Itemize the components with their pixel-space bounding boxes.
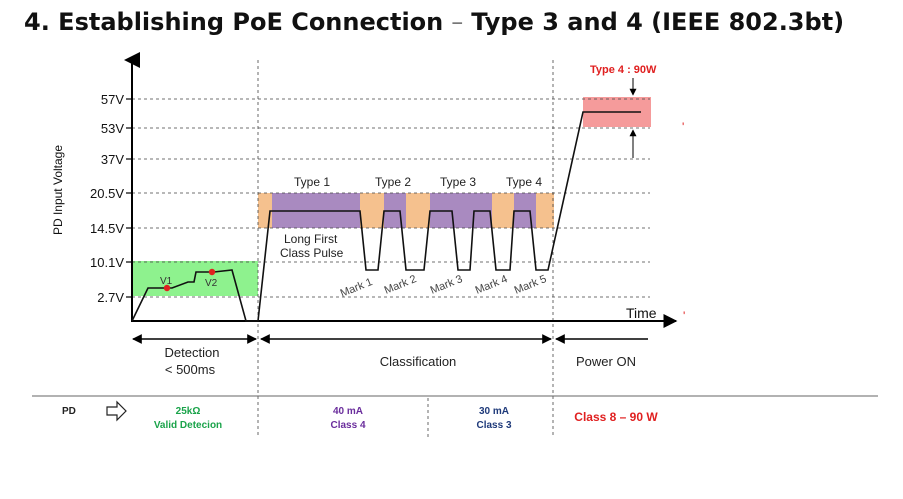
- type4-power-label: Type 4 : 90W: [590, 64, 657, 76]
- label-53v: 53V: [101, 121, 124, 136]
- page-title: 4. Establishing PoE Connection–Type 3 an…: [24, 8, 884, 36]
- mark2-label: Mark 2: [383, 273, 419, 297]
- y-axis-label: PD Input Voltage: [51, 145, 65, 235]
- pd-class4-current: 40 mA: [333, 406, 363, 417]
- title-main: 4. Establishing PoE Connection: [24, 8, 444, 36]
- pd-detection-value: 25kΩ: [176, 406, 201, 417]
- pd-label: PD: [62, 406, 76, 417]
- pd-class3-current: 30 mA: [479, 406, 509, 417]
- type2-label: Type 2: [375, 175, 411, 189]
- long-pulse-line2: Class Pulse: [280, 246, 344, 260]
- long-pulse-line1: Long First: [284, 232, 338, 246]
- v2-marker: [208, 268, 216, 276]
- voltage-waveform: [131, 111, 641, 322]
- pd-arrow-icon: [106, 400, 127, 422]
- class-band-o3: [492, 193, 514, 228]
- class-band-o4: [536, 193, 554, 228]
- x-axis-label: Time: [626, 305, 657, 321]
- class-band-o2: [406, 193, 430, 228]
- mark3-label: Mark 3: [429, 273, 465, 297]
- label-57v: 57V: [101, 92, 124, 107]
- pd-power-value: Class 8 – 90 W: [574, 410, 658, 424]
- y-ticks: [126, 98, 132, 298]
- voltage-gridlines: [132, 98, 650, 298]
- v1-marker: [163, 284, 171, 292]
- label-10v: 10.1V: [90, 255, 124, 270]
- title-subtitle: Type 3 and 4 (IEEE 802.3bt): [471, 8, 845, 36]
- tick-mark-red-1: ': [682, 120, 684, 134]
- type4-label: Type 4: [506, 175, 542, 189]
- detection-time: < 500ms: [165, 362, 216, 377]
- phase-dividers: [257, 60, 554, 438]
- v1-label: V1: [160, 276, 173, 287]
- label-2v: 2.7V: [97, 290, 124, 305]
- mark1-label: Mark 1: [339, 276, 375, 300]
- class-band-o1: [360, 193, 384, 228]
- power-on-label: Power ON: [576, 354, 636, 369]
- title-separator: –: [451, 8, 464, 36]
- pd-class3-label: Class 3: [476, 420, 511, 431]
- detection-label: Detection: [165, 345, 220, 360]
- classification-label: Classification: [380, 354, 457, 369]
- pd-detection-desc: Valid Detecion: [154, 420, 222, 431]
- tick-mark-red-2: ': [683, 309, 685, 323]
- label-14v: 14.5V: [90, 221, 124, 236]
- type3-label: Type 3: [440, 175, 476, 189]
- v2-label: V2: [205, 278, 218, 289]
- pd-class4-label: Class 4: [330, 420, 365, 431]
- label-20v: 20.5V: [90, 186, 124, 201]
- mark5-label: Mark 5: [513, 273, 549, 297]
- label-37v: 37V: [101, 152, 124, 167]
- mark4-label: Mark 4: [474, 273, 510, 297]
- type1-label: Type 1: [294, 175, 330, 189]
